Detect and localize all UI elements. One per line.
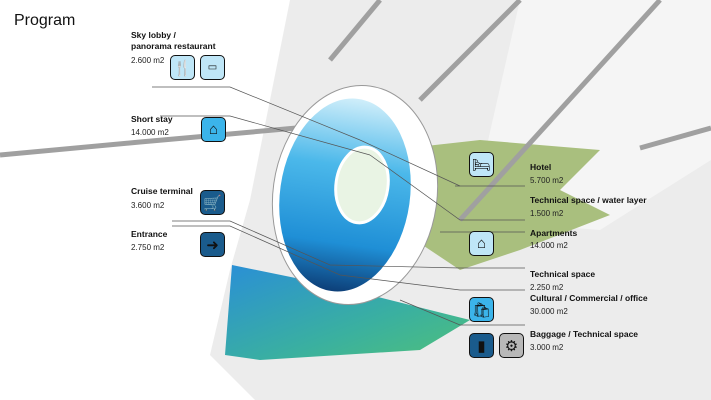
tower-opening (334, 145, 390, 225)
hotel-area: 5.700 m2 (530, 176, 564, 185)
baggage-label: Baggage / Technical space (530, 329, 639, 339)
fork-knife-icon: 🍴 (170, 55, 195, 80)
short-stay-area: 14.000 m2 (131, 128, 169, 137)
shopping-bags-icon: 🛍 (469, 297, 494, 322)
apartments-area: 14.000 m2 (530, 241, 568, 250)
bed-icon: 🛏 (469, 152, 494, 177)
leader-lines (152, 86, 525, 326)
sky-lobby-label-line1: Sky lobby / (131, 30, 176, 40)
short-stay-label: Short stay (131, 114, 173, 124)
cruise-terminal-label: Cruise terminal (131, 186, 193, 196)
entrance-arrow-icon: ➜ (200, 232, 225, 257)
green-park (390, 140, 610, 270)
road-diagonal-3 (458, 0, 662, 222)
entrance-area: 2.750 m2 (131, 243, 165, 252)
sky-lobby-area: 2.600 m2 (131, 56, 165, 65)
page-title: Program (14, 12, 76, 29)
cultural-label: Cultural / Commercial / office (530, 293, 648, 303)
baggage-area: 3.000 m2 (530, 343, 564, 352)
road-left (0, 122, 331, 158)
tech-space-label: Technical space (530, 269, 596, 279)
hotel-label: Hotel (530, 162, 552, 172)
entrance-label: Entrance (131, 229, 168, 239)
houses-icon: ⌂ (469, 231, 494, 256)
panorama-icon: ▭ (200, 55, 225, 80)
tech-water-area: 1.500 m2 (530, 209, 564, 218)
road-diagonal-1 (328, 0, 382, 62)
road-diagonal-2 (418, 0, 522, 102)
apartments-label: Apartments (530, 228, 578, 238)
cruise-terminal-area: 3.600 m2 (131, 201, 165, 210)
sky-lobby-label-line2: panorama restaurant (131, 41, 216, 51)
luggage-cart-icon: 🛒 (200, 190, 225, 215)
suitcase-icon: ▮ (469, 333, 494, 358)
water-basin (225, 265, 470, 360)
gears-icon: ⚙ (499, 333, 524, 358)
road-right (639, 125, 711, 151)
cultural-area: 30.000 m2 (530, 307, 568, 316)
tech-water-label: Technical space / water layer (530, 195, 647, 205)
bed-under-roof-icon: ⌂ (201, 117, 226, 142)
tech-space-area: 2.250 m2 (530, 283, 564, 292)
